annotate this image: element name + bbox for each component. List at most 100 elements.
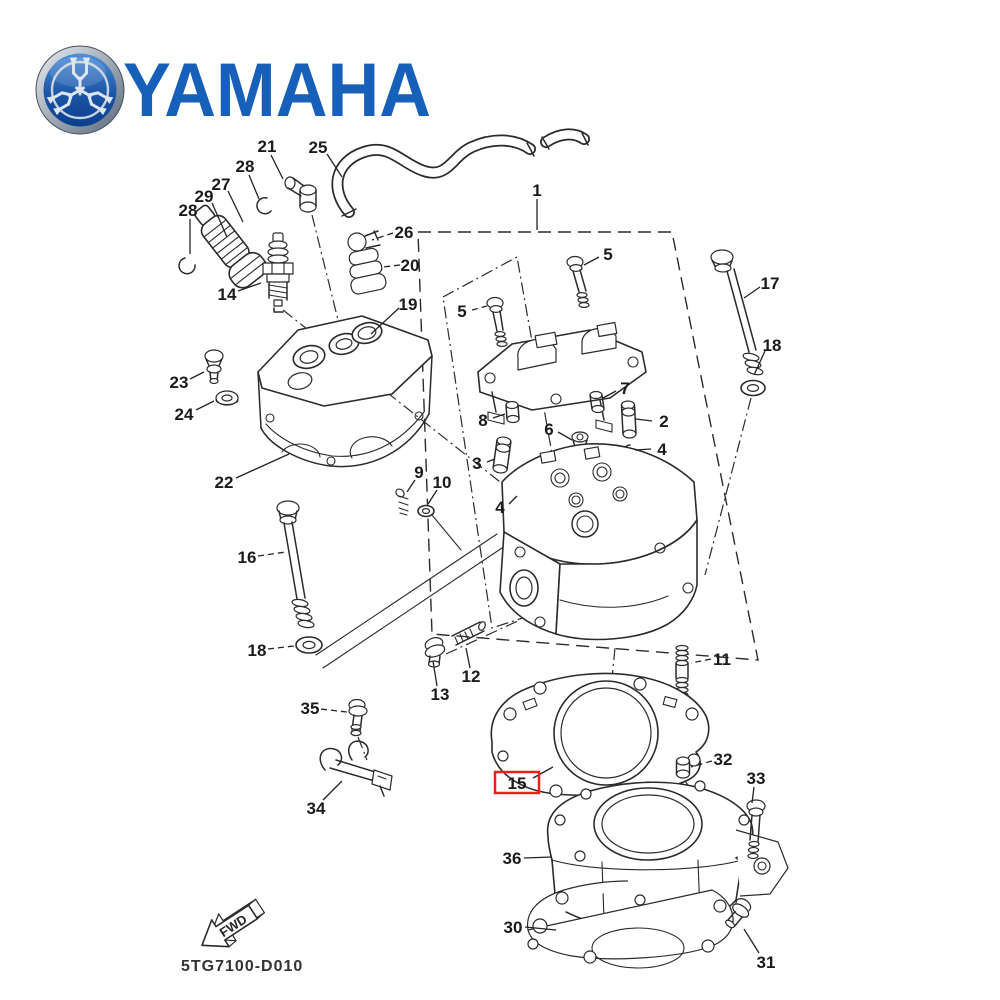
bolt-5-right-art	[566, 255, 590, 309]
rubber-boot-art	[348, 247, 387, 295]
leader-line-11	[690, 658, 712, 664]
long-bolt-17-art	[710, 249, 764, 376]
washer-18-right-art	[740, 379, 766, 397]
part-label-1: 1	[532, 181, 541, 200]
part-label-7: 7	[620, 379, 629, 398]
part-label-22: 22	[215, 473, 234, 492]
brand-wordmark: YAMAHA	[123, 48, 431, 133]
part-label-17: 17	[761, 274, 780, 293]
part-label-3: 3	[472, 454, 481, 473]
leader-line-23	[189, 371, 205, 380]
part-label-18: 18	[763, 336, 782, 355]
part-label-5: 5	[603, 245, 612, 264]
leader-line-10	[427, 489, 438, 505]
part-label-30: 30	[504, 918, 523, 937]
cylinder-head-art	[499, 443, 698, 641]
leader-line-27	[227, 190, 244, 223]
yamaha-tuning-fork-mark	[35, 45, 125, 135]
clip-28-art	[178, 196, 272, 275]
leader-line-36	[523, 856, 553, 859]
leader-line-29	[211, 202, 228, 238]
spark-plug-art	[262, 232, 294, 313]
diagram-code: 5TG7100-D010	[181, 958, 303, 975]
leader-line-17	[743, 286, 761, 299]
leader-line-22	[235, 453, 290, 479]
part-label-5: 5	[457, 302, 466, 321]
part-label-2: 2	[659, 412, 668, 431]
leader-line-19	[370, 307, 400, 335]
yamaha-logo: YAMAHA	[35, 45, 431, 135]
breather-hose-art	[331, 128, 590, 218]
leader-line-30	[524, 926, 557, 931]
leader-line-12	[465, 647, 471, 669]
part-label-31: 31	[757, 953, 776, 972]
bolt-13-art	[424, 637, 446, 668]
screw-9-art	[395, 488, 409, 516]
part-label-36: 36	[503, 849, 522, 868]
stud-12-art	[451, 621, 486, 646]
part-label-18: 18	[248, 641, 267, 660]
washer-18-left-art	[295, 636, 323, 654]
part-label-23: 23	[170, 373, 189, 392]
washer-10-art	[417, 504, 435, 518]
leader-line-32	[690, 760, 713, 768]
cable-guide-bracket-art	[319, 740, 393, 797]
part-label-4: 4	[495, 498, 505, 517]
cover-seal-art	[351, 321, 383, 345]
breather-joint-art	[284, 176, 317, 213]
part-label-10: 10	[433, 473, 452, 492]
part-label-35: 35	[301, 699, 320, 718]
highlight-box-part-15	[493, 770, 541, 795]
leader-line-31	[743, 928, 760, 954]
part-label-6: 6	[544, 420, 553, 439]
part-label-28: 28	[179, 201, 198, 220]
part-label-8: 8	[478, 411, 487, 430]
bolt-33-art	[746, 799, 766, 860]
leader-line-24	[195, 400, 215, 411]
leader-line-18	[753, 350, 766, 376]
part-label-25: 25	[309, 138, 328, 157]
leader-line-4	[508, 495, 518, 505]
leader-line-5	[471, 305, 488, 311]
part-label-21: 21	[258, 137, 277, 156]
part-label-15: 15	[508, 774, 527, 793]
valve-cover-art	[257, 315, 433, 468]
leader-line-20	[382, 264, 401, 268]
part-label-34: 34	[307, 799, 326, 818]
hose-clamp-art	[347, 230, 381, 252]
cover-bolt-art	[204, 349, 224, 385]
part-label-12: 12	[462, 667, 481, 686]
leader-line-6	[557, 431, 573, 441]
leader-line-18	[267, 645, 295, 650]
part-label-24: 24	[175, 405, 194, 424]
dowel-7-art	[589, 390, 605, 414]
dowel-32-art	[675, 756, 691, 779]
leader-line-4	[634, 448, 652, 451]
dowel-3-art	[492, 436, 512, 474]
leader-line-35	[320, 708, 348, 713]
leader-line-25	[326, 153, 343, 178]
part-number-labels: 1234455678910111213141516171818192021222…	[170, 137, 782, 972]
bolt-35-art	[348, 698, 368, 737]
part-label-11: 11	[713, 650, 731, 669]
part-label-14: 14	[218, 285, 237, 304]
base-gasket-art	[526, 880, 734, 969]
part-label-9: 9	[414, 463, 423, 482]
leader-line-21	[270, 154, 284, 180]
part-label-28: 28	[236, 157, 255, 176]
head-gasket-art	[490, 672, 710, 798]
leader-line-5	[583, 256, 600, 266]
part-label-16: 16	[238, 548, 257, 567]
spark-plug-cap-art	[194, 204, 268, 289]
part-label-29: 29	[195, 187, 214, 206]
rocker-bracket-art	[477, 321, 647, 433]
leader-line-28	[248, 174, 260, 200]
assembly-boundary-boxes	[417, 231, 759, 661]
leader-line-3	[486, 458, 496, 463]
bolt-31-art	[725, 898, 752, 929]
part-label-13: 13	[431, 685, 450, 704]
part-label-27: 27	[212, 175, 231, 194]
leader-line-2	[635, 418, 653, 422]
leader-line-13	[432, 660, 438, 687]
